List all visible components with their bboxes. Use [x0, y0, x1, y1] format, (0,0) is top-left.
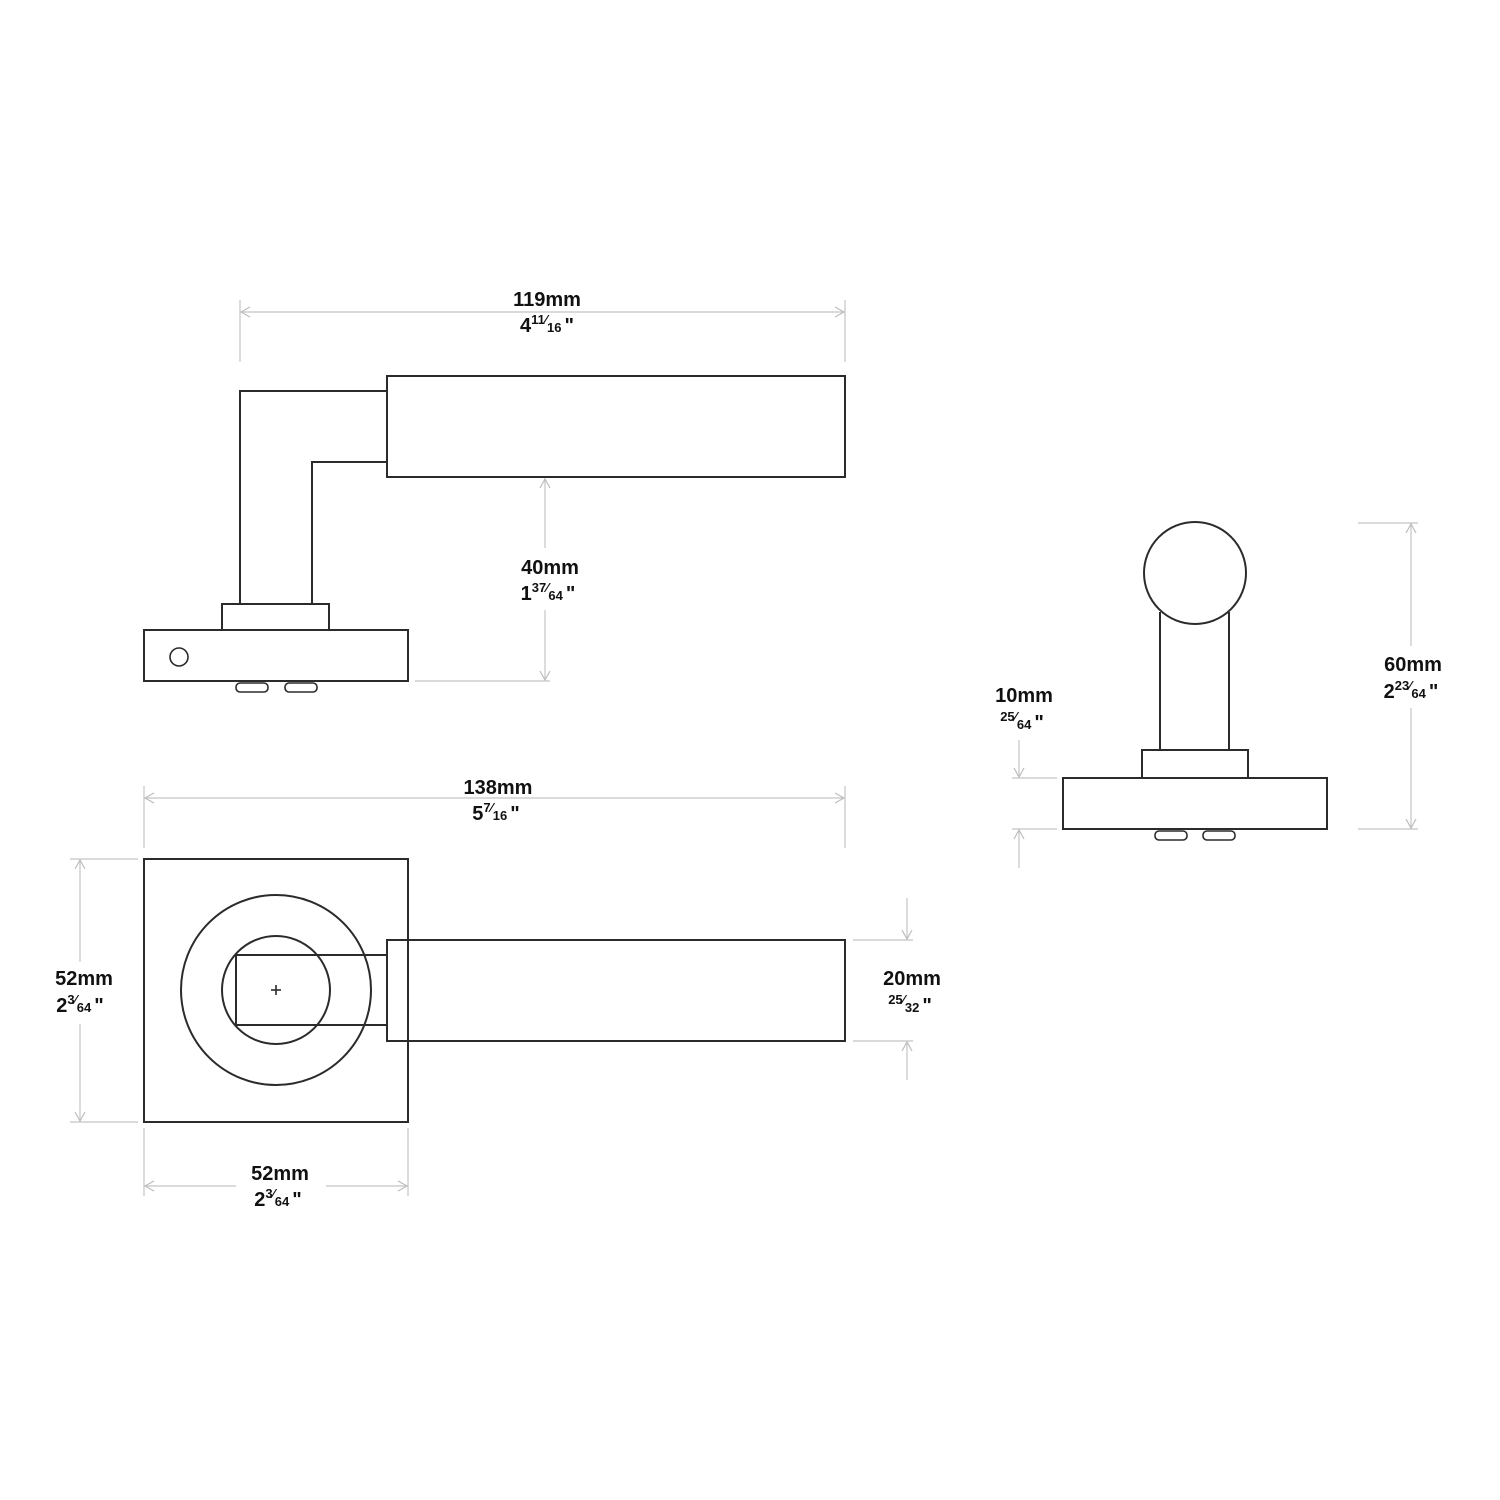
side-view-lever-bar: [386, 375, 846, 478]
top-view-lever-bar: [386, 939, 846, 1042]
side-view-fixing-right: [284, 682, 318, 693]
lever-thickness-dimension: 20mm 25⁄32": [853, 898, 941, 1080]
side-width-mm: 119mm: [513, 289, 581, 311]
top-view-rose-outer-ring: [180, 894, 372, 1086]
top-view-lever-neck: [235, 954, 387, 1026]
end-height-mm: 60mm: [1384, 654, 1442, 676]
side-height-inch: 137⁄64": [521, 580, 576, 605]
end-view-fixing-right: [1202, 830, 1236, 841]
end-height-inch: 223⁄64": [1384, 678, 1439, 703]
end-view-rose-base: [1062, 777, 1328, 830]
rose-height-inch: 23⁄64": [56, 992, 103, 1017]
rose-height-mm: 52mm: [55, 968, 113, 990]
side-view-grub-screw-hole: [169, 647, 189, 667]
rose-width-dimension: 52mm 23⁄64": [143, 1128, 409, 1211]
top-view-square-rose: [143, 858, 409, 1123]
end-rose-depth-inch: 25⁄64": [1000, 709, 1044, 734]
side-width-inch: 411⁄16": [520, 312, 574, 337]
lever-thickness-inch: 25⁄32": [888, 992, 932, 1017]
top-length-inch: 57⁄16": [472, 800, 519, 825]
side-height-mm: 40mm: [521, 557, 579, 579]
side-view-rose-base: [143, 629, 409, 682]
side-view-collar: [221, 603, 330, 631]
end-rose-depth-dimension: 10mm 25⁄64": [995, 685, 1057, 868]
end-view-fixing-left: [1154, 830, 1188, 841]
side-width-dimension: 119mm 411⁄16": [239, 289, 846, 362]
side-height-dimension: 40mm 137⁄64": [415, 477, 592, 682]
rose-width-inch: 23⁄64": [254, 1186, 301, 1211]
lever-thickness-mm: 20mm: [883, 968, 941, 990]
side-view-fixing-left: [235, 682, 269, 693]
end-view: [1062, 521, 1328, 841]
rose-height-dimension: 52mm 23⁄64": [40, 858, 138, 1123]
top-view: [143, 858, 846, 1123]
end-rose-depth-mm: 10mm: [995, 685, 1053, 707]
top-length-dimension: 138mm 57⁄16": [143, 777, 846, 848]
side-view-neck: [239, 390, 387, 604]
side-view: [143, 375, 846, 693]
rose-width-mm: 52mm: [251, 1163, 309, 1185]
end-height-dimension: 60mm 223⁄64": [1358, 522, 1458, 830]
end-view-collar: [1141, 749, 1249, 779]
end-view-lever-circle: [1143, 521, 1247, 625]
top-length-mm: 138mm: [464, 777, 533, 799]
side-view-neck-inner: [311, 461, 387, 604]
top-view-rose-inner-ring: [221, 935, 331, 1045]
